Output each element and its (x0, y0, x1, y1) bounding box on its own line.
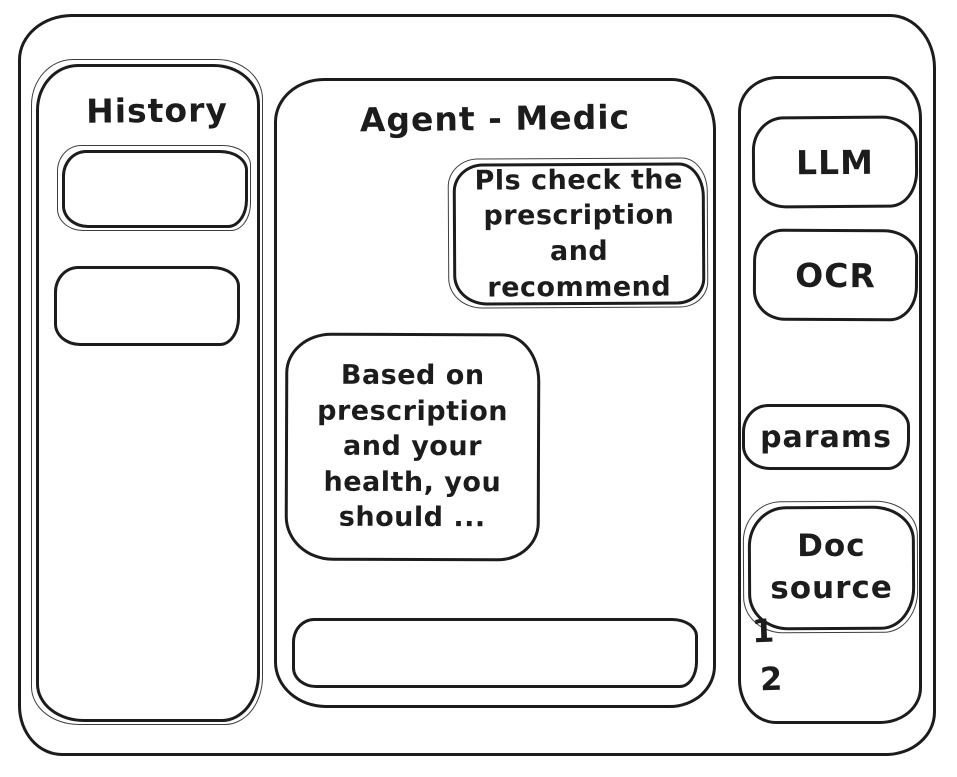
params-button[interactable]: params (742, 404, 910, 470)
doc-source-item-2[interactable]: 2 (759, 659, 783, 699)
ocr-button[interactable]: OCR (752, 228, 919, 322)
chat-title: Agent - Medic (359, 97, 631, 140)
agent-message-bubble: Based on prescription and your health, y… (284, 332, 541, 562)
history-item-2[interactable] (54, 266, 240, 346)
doc-source-item-1[interactable]: 1 (751, 611, 775, 651)
user-message-bubble: Pls check the prescription and recommend (452, 162, 706, 306)
history-item-1[interactable] (57, 145, 251, 231)
history-title: History (85, 90, 229, 131)
llm-button[interactable]: LLM (751, 115, 919, 209)
message-input[interactable] (292, 618, 698, 688)
